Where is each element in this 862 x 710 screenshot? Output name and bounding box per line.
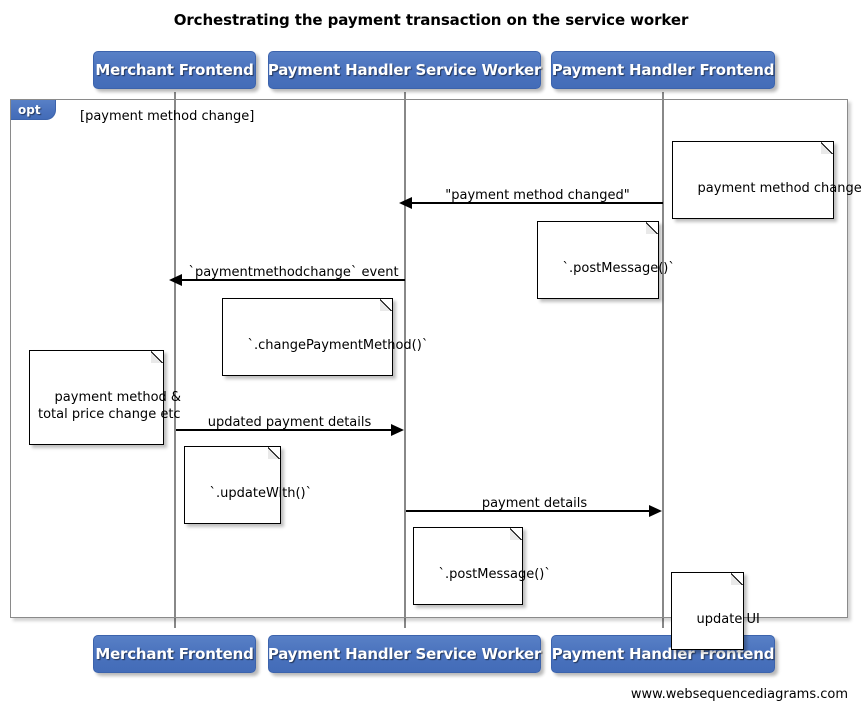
lifeline-payment-handler-service-worker — [404, 92, 406, 628]
fragment-opt — [10, 99, 848, 618]
actor-bottom-payment-handler-service-worker[interactable]: Payment Handler Service Worker — [268, 635, 541, 673]
note-text: `.postMessage()` — [438, 567, 551, 582]
note-payment-method-changed: payment method changed — [672, 141, 862, 219]
message-label-updated-payment-details: updated payment details — [207, 415, 372, 430]
message-label-payment-method-changed: "payment method changed" — [445, 188, 630, 203]
actor-label: Payment Handler Service Worker — [267, 61, 542, 79]
note-fold-icon — [821, 141, 834, 154]
actor-label: Payment Handler Service Worker — [267, 645, 542, 663]
fragment-opt-label: opt — [11, 100, 56, 120]
actor-label: Merchant Frontend — [95, 645, 254, 663]
actor-top-payment-handler-service-worker[interactable]: Payment Handler Service Worker — [268, 51, 541, 89]
message-line-updated-payment-details — [176, 429, 391, 431]
actor-label: Merchant Frontend — [95, 61, 254, 79]
note-update-ui: update UI — [671, 572, 760, 650]
actor-top-payment-handler-frontend[interactable]: Payment Handler Frontend — [551, 51, 775, 89]
actor-top-merchant-frontend[interactable]: Merchant Frontend — [93, 51, 256, 89]
actor-bottom-merchant-frontend[interactable]: Merchant Frontend — [93, 635, 256, 673]
note-change-payment-method: `.changePaymentMethod()` — [222, 298, 428, 376]
arrowhead-paymentmethodchange-event — [169, 274, 182, 286]
note-text: payment method changed — [697, 181, 862, 196]
note-payment-method-total-price: payment method & total price change etc — [29, 350, 181, 445]
message-line-payment-method-changed — [412, 202, 663, 204]
arrowhead-updated-payment-details — [391, 424, 404, 436]
fragment-opt-condition: [payment method change] — [80, 109, 255, 124]
note-post-message-1: `.postMessage()` — [537, 221, 675, 299]
note-text: `.postMessage()` — [562, 261, 675, 276]
watermark: www.websequencediagrams.com — [630, 687, 848, 702]
message-label-payment-details: payment details — [481, 496, 588, 511]
note-text: payment method & total price change etc — [38, 390, 182, 422]
note-fold-icon — [151, 350, 164, 363]
note-text: `.changePaymentMethod()` — [247, 338, 429, 353]
note-text: `.updateWith()` — [209, 486, 313, 501]
arrowhead-payment-details — [649, 505, 662, 517]
note-fold-icon — [646, 221, 659, 234]
lifeline-merchant-frontend — [174, 92, 176, 628]
note-text: update UI — [696, 612, 760, 627]
note-fold-icon — [268, 446, 281, 459]
note-fold-icon — [380, 298, 393, 311]
actor-label: Payment Handler Frontend — [551, 61, 775, 79]
note-update-with: `.updateWith()` — [184, 446, 312, 524]
message-line-paymentmethodchange-event — [182, 279, 405, 281]
arrowhead-payment-method-changed — [399, 197, 412, 209]
message-label-paymentmethodchange-event: `paymentmethodchange` event — [188, 265, 399, 280]
note-fold-icon — [510, 527, 523, 540]
page-title: Orchestrating the payment transaction on… — [173, 11, 689, 29]
note-post-message-2: `.postMessage()` — [413, 527, 551, 605]
lifeline-payment-handler-frontend — [662, 92, 664, 628]
note-fold-icon — [731, 572, 744, 585]
message-line-payment-details — [406, 510, 649, 512]
